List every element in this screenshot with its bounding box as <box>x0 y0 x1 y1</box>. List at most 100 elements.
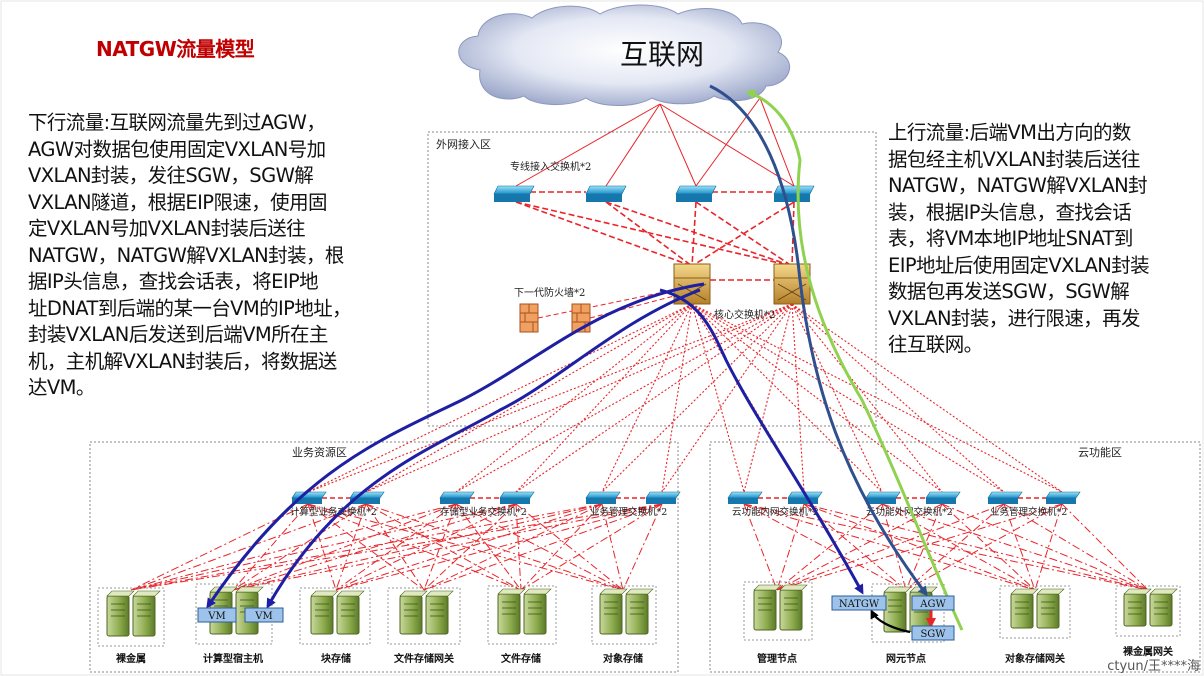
link-line <box>881 503 1149 591</box>
network-links <box>130 97 1149 591</box>
server-label-file-gateway: 文件存储网关 <box>394 652 454 665</box>
link-line <box>791 303 943 493</box>
link-line <box>423 503 457 591</box>
server-label-object-gateway: 对象存储网关 <box>1005 652 1065 665</box>
server-label-mgmt-node: 管理节点 <box>757 652 797 665</box>
link-line <box>515 201 693 267</box>
downlink-path-vm1 <box>206 282 705 609</box>
link-line <box>776 503 805 591</box>
link-line <box>232 503 517 591</box>
core-switches <box>673 263 811 305</box>
vm-tag-2-text: VM <box>254 611 272 622</box>
server-group-box <box>871 583 945 643</box>
server-icon <box>1149 588 1178 627</box>
compute-switch-label: 计算型业务交换机*2 <box>290 506 377 518</box>
server-icon <box>599 588 628 635</box>
server-icon <box>779 584 808 631</box>
vm-tag-1-text: VM <box>207 611 225 622</box>
server-group-box <box>591 585 657 645</box>
link-line <box>905 503 1063 591</box>
link-line <box>423 503 663 591</box>
watermark: ctyun/王****海 <box>1107 659 1200 674</box>
link-line <box>130 503 517 591</box>
server-icon <box>399 590 428 635</box>
link-line <box>601 303 793 493</box>
link-line <box>589 295 675 319</box>
link-line <box>1003 503 1149 591</box>
biz-mgmt-switch-label: 业务管理交换机*2 <box>590 506 667 518</box>
storage-switch-label: 存储型业务交换机*2 <box>440 506 527 518</box>
zone-external-label: 外网接入区 <box>436 138 491 151</box>
link-line <box>365 503 624 591</box>
server-icon <box>1123 588 1152 627</box>
link-line <box>335 503 367 591</box>
cloud-inner-switch-label: 云功能内网交换机*2 <box>732 506 819 518</box>
link-line <box>423 503 603 591</box>
link-line <box>365 503 522 591</box>
link-line <box>743 303 793 493</box>
sgw-tag-text: SGW <box>920 629 946 640</box>
link-line <box>520 503 603 591</box>
downlink-path-vm2 <box>266 288 701 609</box>
firewalls <box>519 303 591 333</box>
link-line <box>691 303 1005 493</box>
downlink-description: 下行流量:互联网流量先到过AGW， AGW对数据包使用固定VXLAN号加 VXL… <box>28 111 352 399</box>
link-line <box>605 103 661 187</box>
link-line <box>659 103 697 187</box>
link-line <box>515 201 793 267</box>
link-line <box>130 503 367 591</box>
link-line <box>307 503 522 591</box>
link-line <box>743 503 1036 591</box>
link-line <box>335 503 603 591</box>
link-line <box>515 503 522 591</box>
server-icon <box>523 588 552 635</box>
link-line <box>691 303 1063 493</box>
link-line <box>365 503 425 591</box>
link-line <box>776 503 883 591</box>
cloud-zone-box <box>709 441 1201 673</box>
link-line <box>455 303 793 493</box>
link-line <box>423 503 517 591</box>
sgw-to-natgw-arrow <box>870 609 911 634</box>
link-line <box>743 503 907 591</box>
link-line <box>776 503 1063 591</box>
link-line <box>791 303 883 493</box>
natgw-tag-text: NATGW <box>839 599 880 610</box>
server-group-box <box>999 585 1071 639</box>
server-group-box <box>97 587 165 647</box>
link-line <box>661 303 793 493</box>
link-line <box>130 503 663 591</box>
link-line <box>691 303 745 493</box>
server-icon <box>625 588 654 635</box>
server-icon <box>753 584 782 631</box>
uplink-path <box>745 89 964 631</box>
sgw-tag: SGW <box>911 625 955 641</box>
link-line <box>691 303 943 493</box>
server-group-box <box>1115 585 1181 637</box>
server-label-baremetal: 裸金属 <box>116 652 146 665</box>
link-line <box>695 97 761 187</box>
server-icon <box>425 590 454 635</box>
agw-tag: AGW <box>911 595 955 611</box>
link-line <box>455 503 624 591</box>
zone-cloud-label: 云功能区 <box>1078 445 1122 459</box>
server-group-box <box>387 587 461 645</box>
natgw-tag: NATGW <box>831 595 887 611</box>
external-zone-box <box>427 131 877 427</box>
link-line <box>605 201 693 267</box>
link-line <box>455 503 522 591</box>
business-zone-box <box>89 441 679 673</box>
link-line <box>759 97 795 187</box>
cloud-outer-switch-label: 云功能外网交换机*2 <box>866 506 953 518</box>
link-line <box>307 503 624 591</box>
agw-tag-text: AGW <box>919 599 946 610</box>
link-line <box>537 289 675 319</box>
link-line <box>601 503 624 591</box>
uplink-description: 上行流量:后端VM出方向的数 据包经主机VXLAN封装后送往 NATGW，NAT… <box>888 121 1150 356</box>
server-group-box <box>487 585 557 645</box>
link-line <box>601 303 693 493</box>
vm-tag-1: VM <box>197 607 237 623</box>
link-line <box>515 303 793 493</box>
link-line <box>659 103 795 187</box>
link-line <box>743 503 1149 591</box>
